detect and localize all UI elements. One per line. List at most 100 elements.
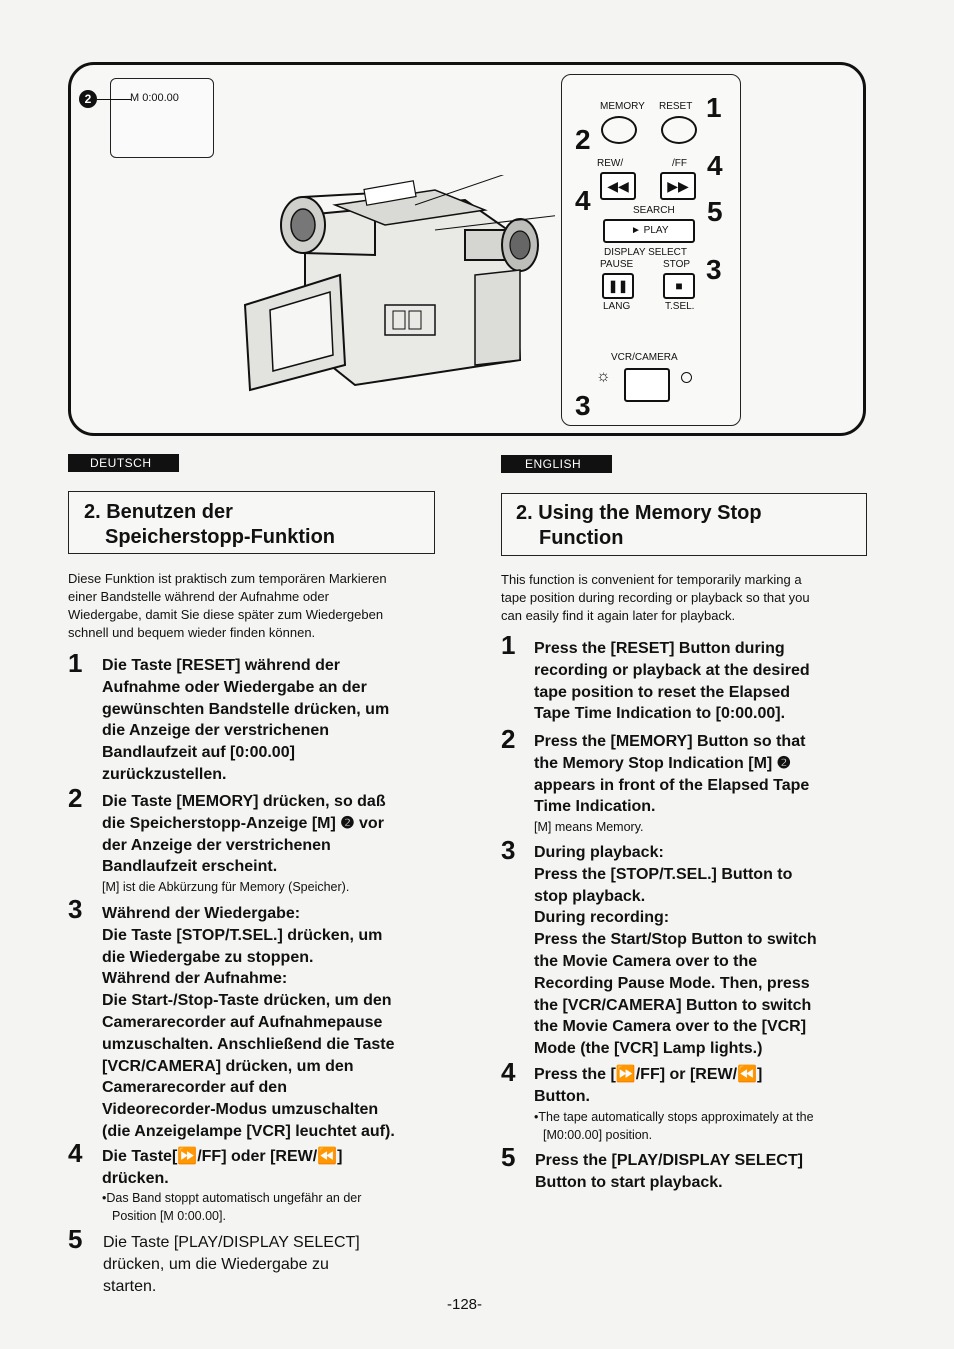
step-line: die Speicherstopp-Anzeige [M] ❷ vor bbox=[102, 814, 384, 832]
step-line: Press the [STOP/T.SEL.] Button to bbox=[534, 865, 793, 883]
step-line: Die Taste [STOP/T.SEL.] drücken, um bbox=[102, 926, 383, 944]
step-line: Bandlaufzeit erscheint. bbox=[102, 858, 278, 876]
step-line: Die Taste [PLAY/DISPLAY SELECT] bbox=[103, 1234, 360, 1251]
lcd-display-inset bbox=[110, 78, 214, 158]
section-title-german bbox=[68, 491, 435, 554]
step-marker-3-top: 3 bbox=[706, 254, 722, 285]
rew-button[interactable]: ◀◀ bbox=[600, 172, 636, 200]
step-marker-4-left: 4 bbox=[575, 185, 591, 216]
step-line: der Anzeige der verstrichenen bbox=[102, 836, 331, 854]
step-line: Time Indication. bbox=[534, 798, 656, 816]
step-line: die Anzeige der verstrichenen bbox=[102, 722, 330, 740]
intro-english: This function is convenient for temporar… bbox=[501, 571, 871, 625]
note-line: •The tape automatically stops approximat… bbox=[534, 1110, 814, 1124]
step-line: Camerarecorder auf den bbox=[102, 1079, 287, 1097]
rew-button-label: REW/ bbox=[597, 158, 624, 169]
search-label: SEARCH bbox=[633, 205, 675, 216]
lcd-readout: M 0:00.00 bbox=[130, 92, 179, 104]
step-number: 5 bbox=[501, 1142, 516, 1172]
intro-line: Diese Funktion ist praktisch zum temporä… bbox=[68, 571, 387, 586]
play-button[interactable]: ► PLAY bbox=[603, 219, 695, 243]
step-number: 1 bbox=[68, 648, 83, 678]
step-line: Press the [RESET] Button during bbox=[534, 640, 785, 657]
step-marker-3-bottom: 3 bbox=[575, 390, 591, 421]
tsel-label: T.SEL. bbox=[665, 301, 695, 312]
step-line: stop playback. bbox=[534, 887, 646, 905]
stop-button-label: STOP bbox=[663, 259, 691, 270]
step-4-german: Die Taste[⏩/FF] oder [REW/⏪] drücken. bbox=[102, 1146, 442, 1190]
step-number: 5 bbox=[68, 1224, 83, 1254]
indicator-lamp-icon bbox=[681, 372, 692, 383]
step-5-english: Press the [PLAY/DISPLAY SELECT] Button t… bbox=[535, 1150, 875, 1194]
step-line: Die Start-/Stop-Taste drücken, um den bbox=[102, 992, 392, 1010]
step-line: tape position to reset the Elapsed bbox=[534, 683, 791, 701]
step-line: Button. bbox=[534, 1087, 590, 1105]
step-line: Camerarecorder auf Aufnahmepause bbox=[102, 1013, 383, 1031]
note-line: Position [M 0:00.00]. bbox=[112, 1209, 226, 1223]
display-select-label: DISPLAY SELECT bbox=[604, 247, 687, 258]
intro-line: schnell und bequem wieder finden können. bbox=[68, 625, 316, 640]
ff-button[interactable]: ▶▶ bbox=[660, 172, 696, 200]
pause-icon: ❚❚ bbox=[607, 279, 629, 293]
step-line: the Movie Camera over to the [VCR] bbox=[534, 1018, 807, 1036]
title-english-line1: 2. Using the Memory Stop bbox=[516, 502, 762, 524]
step-number: 4 bbox=[68, 1138, 83, 1168]
step-line: Mode (the [VCR] Lamp lights.) bbox=[534, 1040, 763, 1058]
step-4-note-english: •The tape automatically stops approximat… bbox=[534, 1108, 874, 1144]
intro-line: tape position during recording or playba… bbox=[501, 590, 810, 605]
step-line: umzuschalten. Anschließend die Taste bbox=[102, 1035, 395, 1053]
step-number: 3 bbox=[501, 835, 516, 865]
step-marker-4-right: 4 bbox=[707, 150, 723, 181]
step-line: Press the [⏩/FF] or [REW/⏪] bbox=[534, 1066, 763, 1083]
step-5-german: Die Taste [PLAY/DISPLAY SELECT] drücken,… bbox=[103, 1232, 443, 1297]
step-4-english: Press the [⏩/FF] or [REW/⏪] Button. bbox=[534, 1064, 874, 1108]
pause-button[interactable]: ❚❚ bbox=[602, 273, 634, 299]
page-number: -128- bbox=[447, 1296, 483, 1313]
reset-button-label: RESET bbox=[659, 101, 693, 112]
step-line: [VCR/CAMERA] drücken, um den bbox=[102, 1057, 354, 1075]
vcr-camera-switch[interactable] bbox=[624, 368, 670, 402]
step-4-note-german: •Das Band stoppt automatisch ungefähr an… bbox=[102, 1189, 361, 1225]
play-button-label: ► PLAY bbox=[631, 225, 669, 236]
step-2-english: Press the [MEMORY] Button so that the Me… bbox=[534, 731, 874, 818]
memory-button-label: MEMORY bbox=[600, 101, 645, 112]
step-line: Press the [PLAY/DISPLAY SELECT] bbox=[535, 1152, 803, 1169]
step-line: appears in front of the Elapsed Tape bbox=[534, 776, 810, 794]
memory-button[interactable] bbox=[601, 116, 637, 144]
step-line: gewünschten Bandstelle drücken, um bbox=[102, 700, 390, 718]
step-2-note-german: [M] ist die Abkürzung für Memory (Speich… bbox=[102, 880, 350, 894]
pause-button-label: PAUSE bbox=[600, 259, 634, 270]
step-line: die Wiedergabe zu stoppen. bbox=[102, 948, 314, 966]
camcorder-illustration bbox=[243, 175, 555, 392]
intro-line: can easily find it again later for playb… bbox=[501, 608, 736, 623]
fast-forward-icon: ▶▶ bbox=[667, 178, 689, 194]
step-number: 3 bbox=[68, 894, 83, 924]
intro-german: Diese Funktion ist praktisch zum temporä… bbox=[68, 570, 438, 642]
step-line: Während der Wiedergabe: bbox=[102, 905, 301, 922]
intro-line: Wiedergabe, damit Sie diese später zum W… bbox=[68, 607, 384, 622]
step-line: During recording: bbox=[534, 909, 670, 927]
title-english-line2: Function bbox=[539, 527, 624, 549]
step-marker-5: 5 bbox=[707, 196, 723, 227]
title-german-line1: 2. Benutzen der bbox=[84, 501, 233, 523]
step-line: (die Anzeigelampe [VCR] leuchtet auf). bbox=[102, 1122, 395, 1140]
section-title-english bbox=[501, 493, 867, 556]
stop-icon: ■ bbox=[675, 279, 683, 293]
step-1-german: Die Taste [RESET] während der Aufnahme o… bbox=[102, 655, 442, 786]
step-line: recording or playback at the desired bbox=[534, 661, 810, 679]
stop-button[interactable]: ■ bbox=[663, 273, 695, 299]
lamp-icon: ☼ bbox=[596, 368, 611, 385]
step-3-english: During playback: Press the [STOP/T.SEL.]… bbox=[534, 842, 874, 1060]
step-3-german: Während der Wiedergabe: Die Taste [STOP/… bbox=[102, 903, 442, 1143]
step-line: Tape Time Indication to [0:00.00]. bbox=[534, 705, 786, 723]
step-marker-1: 1 bbox=[706, 92, 722, 123]
reset-button[interactable] bbox=[661, 116, 697, 144]
step-line: Recording Pause Mode. Then, press bbox=[534, 974, 810, 992]
title-german-line2: Speicherstopp-Funktion bbox=[105, 526, 335, 548]
step-line: Press the [MEMORY] Button so that bbox=[534, 733, 806, 750]
callout-marker-2: 2 bbox=[79, 90, 97, 108]
step-line: Die Taste[⏩/FF] oder [REW/⏪] bbox=[102, 1148, 343, 1165]
callout-leader-line bbox=[97, 99, 131, 100]
intro-line: einer Bandstelle während der Aufnahme od… bbox=[68, 589, 329, 604]
step-number: 2 bbox=[501, 724, 516, 754]
